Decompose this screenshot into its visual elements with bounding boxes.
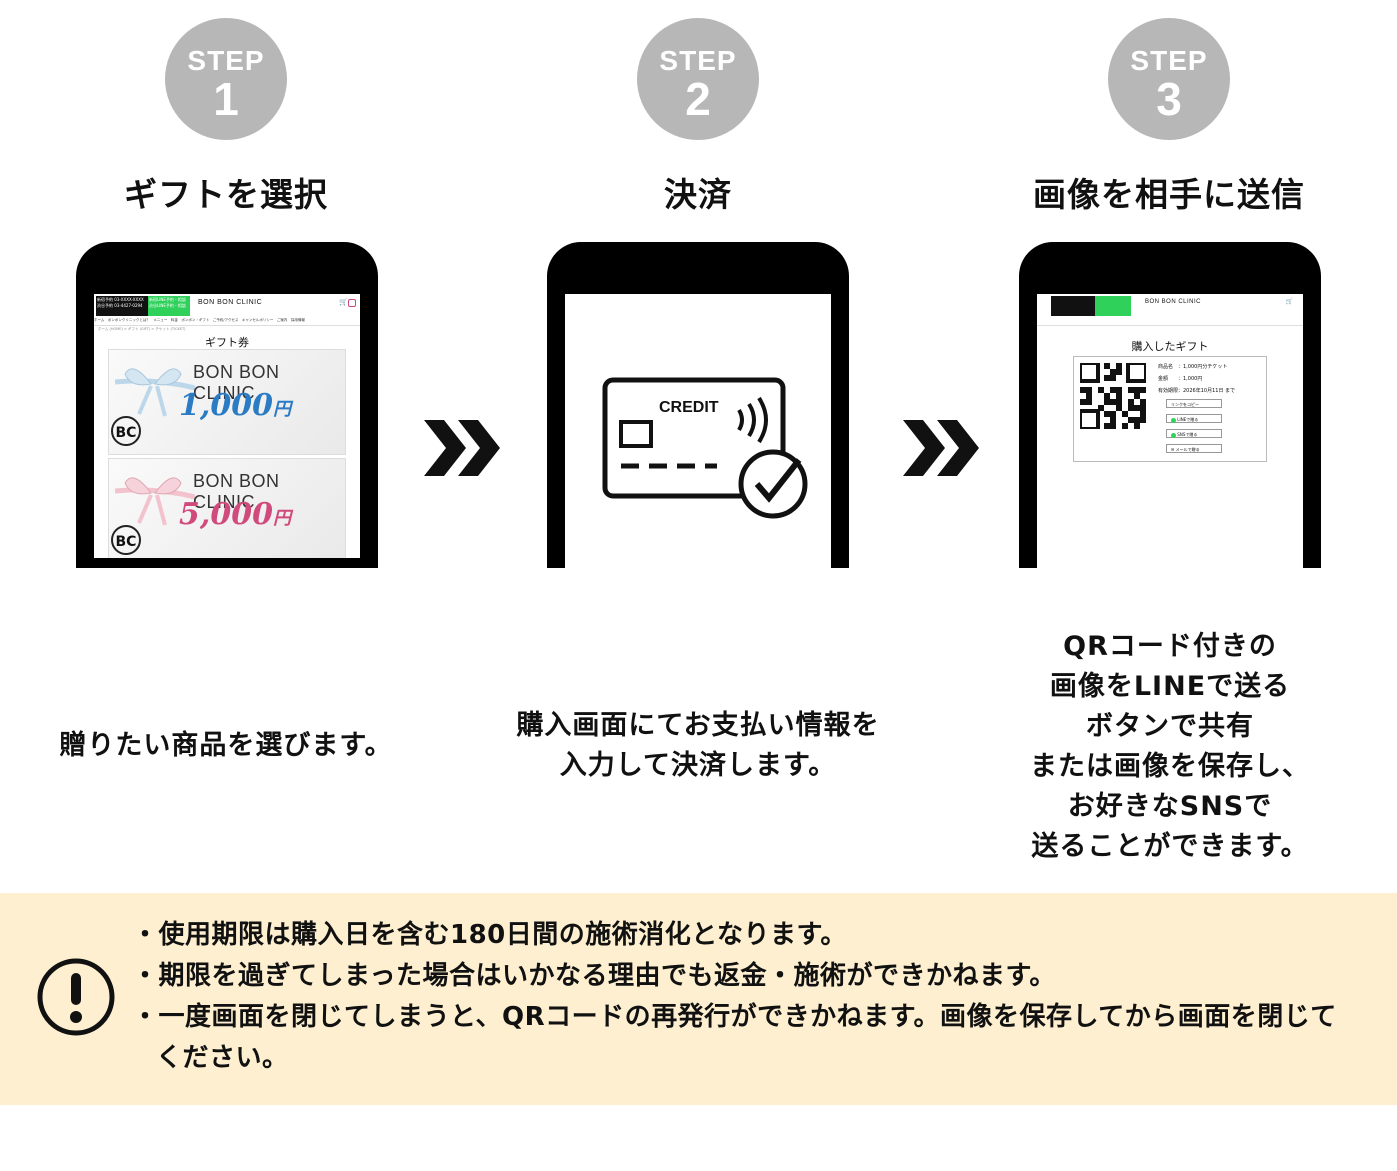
step-2-title: 決済 [664,175,732,214]
exclamation-circle-icon [37,958,115,1036]
mini-phone-line-1: 新宿予約 03-XXXX-XXXX [97,297,144,302]
mail-send-button[interactable]: ✉ メールで贈る [1166,444,1222,453]
step-3-desc-line-6: 送ることができます。 [1031,831,1309,862]
step-3-desc-line-1: QRコード付きの [1063,631,1277,662]
step-1-badge: STEP 1 [165,18,287,140]
ribbon-bow-blue-icon [115,368,195,417]
step-2-word: STEP [659,45,737,76]
mini-cart-icon-3: 🛒 [1285,298,1293,305]
notice-item-3: ・一度画面を閉じてしまうと、QRコードの再発行ができかねます。画像を保存してから… [132,1002,1337,1073]
gift-card-1000: BON BON CLINIC 1,000円 BC [108,349,346,455]
step-2-number: 2 [685,73,711,125]
phone-1-screen: 新宿予約 03-XXXX-XXXX 渋谷予約 03-4427-0294 新宿LI… [94,294,360,558]
phone-3-screen: BON BON CLINIC 🛒 購入したギフト 商品名 ：1,000円分チケッ… [1037,294,1303,568]
copy-link-label: リンクをコピー [1171,402,1199,407]
step-1-description: 贈りたい商品を選びます。 [16,726,436,766]
credit-card-check-icon: CREDIT [602,377,808,519]
gift-detail-name: 商品名 ：1,000円分チケット [1158,364,1228,370]
gift-card-2-yen: 円 [272,508,291,529]
mail-send-label: メールで贈る [1175,447,1200,452]
gift-card-2-price: 5,000円 [179,497,291,532]
line-icon [1171,417,1176,423]
step-1-word: STEP [187,45,265,76]
mini-site-header: 新宿予約 03-XXXX-XXXX 渋谷予約 03-4427-0294 新宿LI… [94,294,360,318]
mini-phone-numbers-3 [1051,296,1095,316]
gift-result-box: 商品名 ：1,000円分チケット 金額 ：1,000円 有効期限：2026年10… [1073,356,1267,462]
mini-site-header-3: BON BON CLINIC 🛒 [1037,294,1303,318]
step-3-badge: STEP 3 [1108,18,1230,140]
double-chevron-right-icon [424,420,500,476]
gift-card-1-brand: BON BON CLINIC [193,362,280,403]
mini-green-line-2: 渋谷LINE予約・相談 [149,303,186,308]
mini-green-line-1: 新宿LINE予約・相談 [149,297,186,302]
double-chevron-right-icon-2 [903,420,979,476]
gift-card-2-amount: 5,000 [179,497,273,532]
mini-nav-3 [1037,318,1303,326]
mini-page-title: ギフト券 [205,336,249,349]
sns-send-button[interactable]: SNSで贈る [1166,429,1222,438]
bbc-logo-mark-2: BC [111,525,141,555]
gift-card-1-amount: 1,000 [179,388,273,423]
mini-line-reserve-3 [1095,296,1131,316]
qr-code-icon [1080,363,1146,429]
step-3-desc-line-5: お好きなSNSで [1067,791,1273,822]
step-2-desc-line-2: 入力して決済します。 [559,750,837,781]
phone-mockup-1: 新宿予約 03-XXXX-XXXX 渋谷予約 03-4427-0294 新宿LI… [76,242,378,568]
step-1-title: ギフトを選択 [124,175,328,214]
gift-card-5000: BON BON CLINIC 5,000円 BC [108,458,346,558]
step-2-description: 購入画面にてお支払い情報を 入力して決済します。 [488,706,908,786]
bbc-logo-mark: BC [111,416,141,446]
step-1-desc-line-1: 贈りたい商品を選びます。 [59,730,393,761]
line-send-button[interactable]: LINEで贈る [1166,414,1222,423]
step-2-desc-line-1: 購入画面にてお支払い情報を [516,710,880,741]
gift-card-2-brand: BON BON CLINIC [193,471,280,512]
phone-mockup-2: CREDIT [547,242,849,568]
gift-detail-amount: 金額 ：1,000円 [1158,376,1203,382]
sns-send-label: SNSで贈る [1177,432,1198,437]
step-1-number: 1 [213,73,239,125]
mini-logo: BON BON CLINIC [198,299,263,306]
gift-card-1-yen: 円 [272,399,291,420]
notice-item-2: ・期限を過ぎてしまった場合はいかなる理由でも返金・施術ができかねます。 [132,961,1056,991]
line-send-label: LINEで贈る [1177,417,1199,422]
step-3-desc-line-2: 画像をLINEで送る [1049,671,1291,702]
step-3-number: 3 [1156,73,1182,125]
sns-icon [1171,432,1176,438]
gift-card-1-price: 1,000円 [179,388,291,423]
gift-detail-expiry: 有効期限：2026年10月11日 まで [1158,388,1236,394]
step-3-description: QRコード付きの 画像をLINEで送る ボタンで共有 または画像を保存し、 お好… [980,627,1360,867]
mini-nav: ホーム ボンボンクリニックとは？ メニュー 料金 ボンボン・ギフト ご予約/アク… [94,318,360,326]
mini-logo-3: BON BON CLINIC [1145,299,1202,305]
copy-link-button[interactable]: リンクをコピー [1166,399,1222,408]
notice-box: ・使用期限は購入日を含む180日間の施術消化となります。 ・期限を過ぎてしまった… [0,893,1397,1105]
mini-phone-line-2: 渋谷予約 03-4427-0294 [97,303,143,308]
mini-instagram-icon [348,299,356,307]
step-3-desc-line-4: または画像を保存し、 [1030,751,1310,782]
phone-2-screen: CREDIT [565,294,831,568]
notice-item-1: ・使用期限は購入日を含む180日間の施術消化となります。 [132,920,847,950]
mini-page-title-3: 購入したギフト [1131,340,1209,353]
step-3-title: 画像を相手に送信 [1033,175,1305,214]
mini-cart-icon: 🛒 [339,298,348,306]
step-3-desc-line-3: ボタンで共有 [1086,711,1254,742]
mail-icon: ✉ [1171,447,1175,452]
ribbon-bow-pink-icon [115,477,195,526]
step-3-word: STEP [1130,45,1208,76]
mini-phone-numbers: 新宿予約 03-XXXX-XXXX 渋谷予約 03-4427-0294 [96,296,148,316]
notice-list: ・使用期限は購入日を含む180日間の施術消化となります。 ・期限を過ぎてしまった… [132,915,1352,1079]
credit-label: CREDIT [659,399,719,416]
mini-breadcrumb: ホーム (HOME) > ギフト (GIFT) > チケット (TICKET) [98,327,186,331]
phone-mockup-3: BON BON CLINIC 🛒 購入したギフト 商品名 ：1,000円分チケッ… [1019,242,1321,568]
step-2-badge: STEP 2 [637,18,759,140]
mini-line-reserve: 新宿LINE予約・相談 渋谷LINE予約・相談 [148,296,190,316]
